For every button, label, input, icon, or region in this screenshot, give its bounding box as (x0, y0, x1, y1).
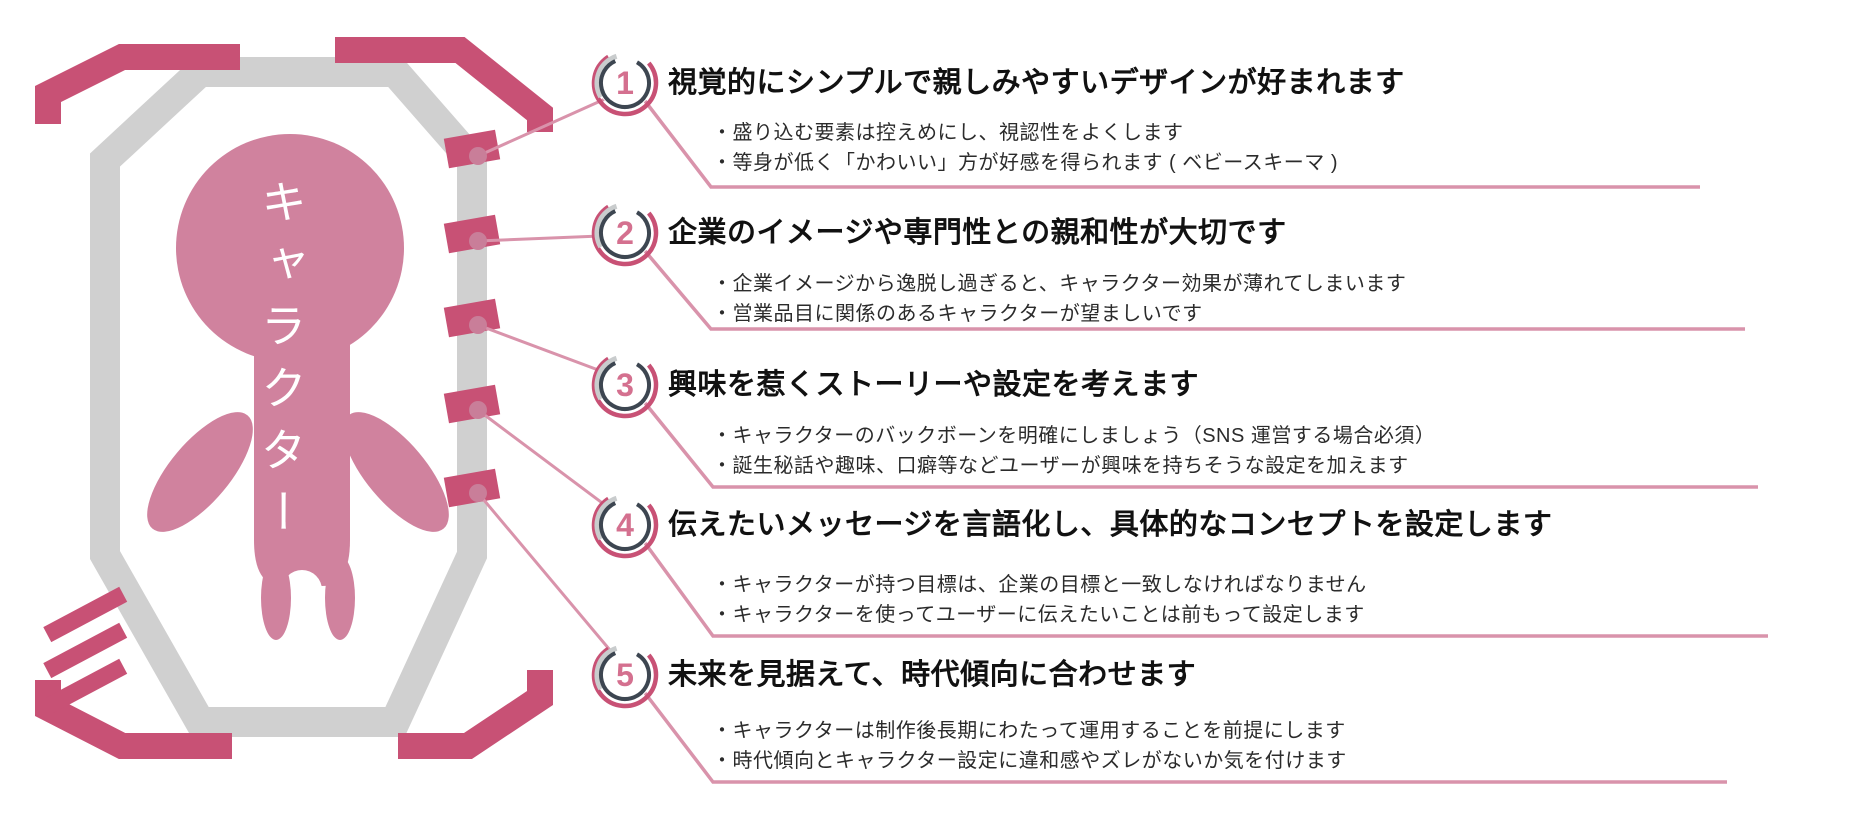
connector-line-5 (476, 492, 627, 669)
connector-dot-4 (469, 401, 487, 419)
item-2-bullets: ・企業イメージから逸脱し過ぎると、キャラクター効果が薄れてしまいます ・営業品目… (712, 269, 1406, 329)
item-4-bullet-2: ・キャラクターを使ってユーザーに伝えたいことは前もって設定します (712, 604, 1365, 626)
item-3-bullet-2: ・誕生秘話や趣味、口癖等などユーザーが興味を持ちそうな設定を加えます (712, 455, 1409, 477)
frame-stripe-left-1 (43, 586, 128, 643)
connector-dot-1 (469, 147, 487, 165)
item-underline-4 (643, 541, 1768, 638)
item-3-heading: 興味を惹くストーリーや設定を考えます (668, 369, 1200, 401)
item-underline-5 (643, 691, 1727, 784)
badge-number: 5 (616, 657, 634, 693)
badge-gray-arc (594, 52, 656, 114)
badge-inner-ring (599, 649, 651, 701)
badge-circle (598, 358, 652, 412)
mascot-arm-left (147, 412, 253, 532)
frame-corner-bottom-right (398, 670, 553, 759)
item-2-bullet-2: ・営業品目に関係のあるキャラクターが望ましいです (712, 303, 1203, 325)
mascot-head (176, 134, 404, 362)
item-1-heading: 視覚的にシンプルで親しみやすいデザインが好まれます (668, 67, 1405, 99)
badge-circle (598, 56, 652, 110)
badge-gray-arc (594, 644, 656, 706)
badge-circle (598, 648, 652, 702)
item-1-bullets: ・盛り込む要素は控えめにし、視認性をよくします ・等身が低く「かわいい」方が好感… (712, 118, 1338, 178)
badge-number: 3 (616, 367, 634, 403)
character-frame (35, 37, 553, 759)
mascot-body (254, 340, 350, 586)
item-1-bullet-1: ・盛り込む要素は控えめにし、視認性をよくします (712, 122, 1184, 144)
item-2-bullet-1: ・企業イメージから逸脱し過ぎると、キャラクター効果が薄れてしまいます (712, 273, 1407, 295)
mascot-leg-right (325, 556, 355, 640)
connector-line-1 (477, 88, 626, 158)
badge-number: 1 (616, 65, 634, 101)
number-badge-5: 5 (591, 641, 659, 709)
connector-line-4 (477, 408, 626, 522)
badge-circle (598, 206, 652, 260)
item-5-bullets: ・キャラクターは制作後長期にわたって運用することを前提にします ・時代傾向とキャ… (712, 716, 1347, 776)
badge-number: 2 (616, 215, 634, 251)
badge-circle (598, 498, 652, 552)
item-4-heading: 伝えたいメッセージを言語化し、具体的なコンセプトを設定します (668, 509, 1553, 541)
badge-number: 4 (616, 507, 634, 543)
frame-corner-bottom-left (35, 680, 232, 759)
badge-inner-ring (599, 207, 651, 259)
mascot-leg-notch (282, 570, 322, 610)
frame-corner-top-right (335, 37, 553, 132)
item-3-bullet-1: ・キャラクターのバックボーンを明確にしましょう（SNS 運営する場合必須） (712, 425, 1436, 447)
frame-ring (90, 57, 487, 737)
frame-corner-top-left (35, 44, 240, 124)
connector-dot-5 (469, 484, 487, 502)
number-badge-4: 4 (591, 491, 659, 559)
mascot-arm-right (343, 412, 449, 532)
item-1-bullet-2: ・等身が低く「かわいい」方が好感を得られます ( ベビースキーマ ) (712, 152, 1338, 174)
item-3-bullets: ・キャラクターのバックボーンを明確にしましょう（SNS 運営する場合必須） ・誕… (712, 421, 1435, 481)
character-label: キャラクター (255, 178, 307, 550)
badge-gray-arc (594, 354, 656, 416)
item-4-bullet-1: ・キャラクターが持つ目標は、企業の目標と一致しなければなりません (712, 574, 1367, 596)
mascot-leg-left (261, 556, 291, 640)
item-2-heading: 企業のイメージや専門性との親和性が大切です (668, 217, 1287, 249)
item-5-bullet-2: ・時代傾向とキャラクター設定に違和感やズレがないか気を付けます (712, 750, 1347, 772)
badge-outer-ring (591, 641, 659, 709)
number-badge-1: 1 (591, 49, 659, 117)
frame-stripe-left-2 (43, 622, 128, 679)
connector-dot-3 (469, 316, 487, 334)
item-5-bullet-1: ・キャラクターは制作後長期にわたって運用することを前提にします (712, 720, 1346, 742)
badge-inner-ring (599, 359, 651, 411)
badge-inner-ring (599, 499, 651, 551)
item-underline-3 (643, 401, 1758, 489)
badge-gray-arc (594, 202, 656, 264)
item-4-bullets: ・キャラクターが持つ目標は、企業の目標と一致しなければなりません ・キャラクター… (712, 570, 1367, 630)
connectors (469, 88, 1768, 784)
item-underline-1 (643, 99, 1700, 189)
badge-gray-arc (594, 494, 656, 556)
connector-dot-2 (469, 232, 487, 250)
mascot-character (147, 134, 449, 640)
item-5-heading: 未来を見据えて、時代傾向に合わせます (668, 659, 1197, 691)
frame-stripe-left-3 (43, 658, 128, 715)
item-underline-2 (643, 249, 1745, 331)
